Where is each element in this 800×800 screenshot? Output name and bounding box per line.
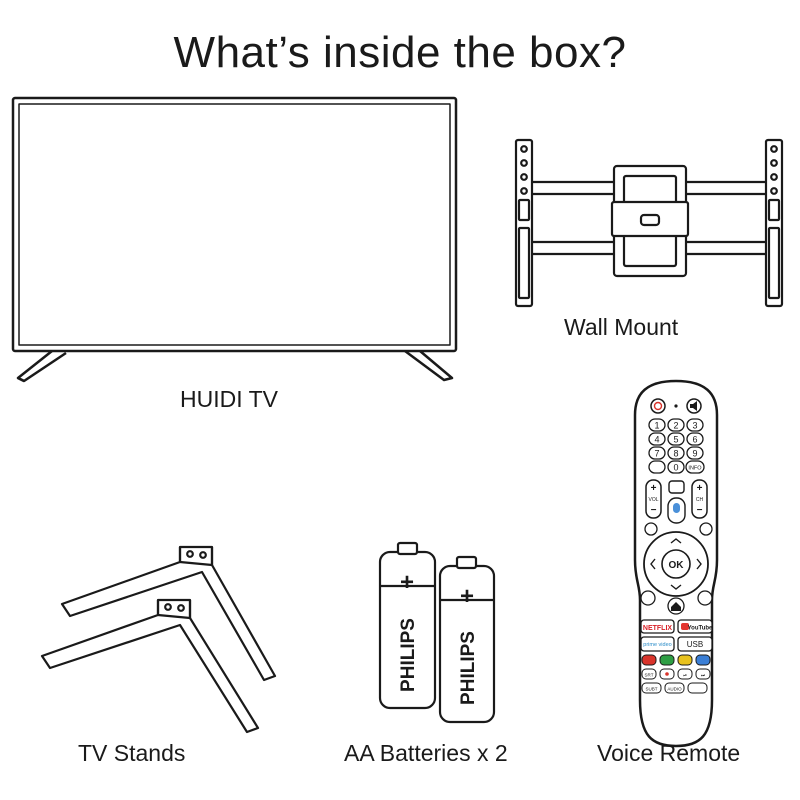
svg-text:NETFLIX: NETFLIX xyxy=(643,625,672,632)
list-key xyxy=(648,460,666,474)
battery-2-brand: PHILIPS xyxy=(458,631,479,705)
wall-mount-caption: Wall Mount xyxy=(564,314,679,340)
digit-label-6: 6 xyxy=(692,435,697,445)
digit-key-5 xyxy=(667,432,685,446)
menu-button xyxy=(697,590,713,606)
volume-rocker xyxy=(645,479,662,519)
info-label: INFO xyxy=(688,466,702,472)
digit-label-3: 3 xyxy=(692,421,697,431)
svg-text:USB: USB xyxy=(687,640,703,649)
digit-label-5: 5 xyxy=(673,435,678,445)
batteries-illustration xyxy=(378,541,496,724)
battery-1-plus: + xyxy=(400,569,414,596)
svg-text:OK: OK xyxy=(669,560,685,571)
color-key-1 xyxy=(641,654,657,666)
digit-label-2: 2 xyxy=(673,421,678,431)
wall-mount-illustration xyxy=(514,138,784,308)
digit-label-9: 9 xyxy=(692,449,697,459)
svg-text:−: − xyxy=(697,505,703,516)
svg-text:−: − xyxy=(651,505,657,516)
digit-key-0 xyxy=(667,460,685,474)
voice-remote-caption: Voice Remote xyxy=(597,740,741,766)
digit-key-6 xyxy=(686,432,704,446)
tv-illustration xyxy=(11,96,458,383)
digit-label-8: 8 xyxy=(673,449,678,459)
batteries-caption: AA Batteries x 2 xyxy=(344,740,508,766)
digit-key-1 xyxy=(648,418,666,432)
number-pad: 1 2 3 4 5 6 7 8 9 0 INFO xyxy=(648,418,705,474)
battery-2-plus: + xyxy=(460,583,474,610)
battery-1-brand: PHILIPS xyxy=(398,618,419,692)
color-key-2 xyxy=(659,654,675,666)
row1-key-3 xyxy=(677,668,693,680)
row2-label-2: AUDIO xyxy=(667,687,682,692)
back-button xyxy=(640,590,656,606)
svg-text:CH: CH xyxy=(696,497,704,503)
usb-button xyxy=(677,636,713,652)
digit-label-1: 1 xyxy=(654,421,659,431)
svg-text:VOL: VOL xyxy=(648,497,658,503)
row1-label-4: ⏭ xyxy=(701,673,705,678)
digit-key-7 xyxy=(648,446,666,460)
channel-rocker xyxy=(691,479,708,519)
digit-key-3 xyxy=(686,418,704,432)
digit-label-0: 0 xyxy=(673,463,678,473)
svg-text:+: + xyxy=(697,483,703,494)
netflix-button xyxy=(640,619,675,634)
battery-texts: + + PHILIPS PHILIPS xyxy=(398,569,479,705)
color-key-3 xyxy=(677,654,693,666)
svg-text:prime video: prime video xyxy=(643,642,671,648)
digit-label-4: 4 xyxy=(654,435,659,445)
function-keys: SRT ⏯ ⏭ SUBT AUDIO xyxy=(641,668,711,694)
digit-key-4 xyxy=(648,432,666,446)
row2-key-2 xyxy=(664,682,685,694)
tv-stands-illustration xyxy=(40,545,277,734)
prime-video-button xyxy=(640,636,675,652)
row1-key-4 xyxy=(695,668,711,680)
row1-label-3: ⏯ xyxy=(683,673,687,678)
input-button xyxy=(668,480,685,494)
tv-stands-caption: TV Stands xyxy=(78,740,186,766)
tv-caption: HUIDI TV xyxy=(180,386,278,412)
digit-key-8 xyxy=(667,446,685,460)
remote-illustration: 1 2 3 4 5 6 7 8 9 0 INFO + VOL − + CH − OK NETFLIX… xyxy=(633,379,719,748)
row2-key-3 xyxy=(687,682,708,694)
power-button xyxy=(650,398,666,414)
digit-key-9 xyxy=(686,446,704,460)
info-key xyxy=(685,460,705,474)
color-key-4 xyxy=(695,654,711,666)
svg-text:YouTube: YouTube xyxy=(688,626,713,632)
row1-key-1 xyxy=(641,668,657,680)
color-keys xyxy=(641,654,711,666)
page-title: What’s inside the box? xyxy=(173,28,627,77)
ok-button xyxy=(661,549,691,579)
digit-label-7: 7 xyxy=(654,449,659,459)
row2-label-1: SUBT xyxy=(645,687,657,692)
row2-key-1 xyxy=(641,682,662,694)
digit-key-2 xyxy=(667,418,685,432)
svg-text:+: + xyxy=(651,483,657,494)
row1-label-1: SRT xyxy=(645,673,654,678)
